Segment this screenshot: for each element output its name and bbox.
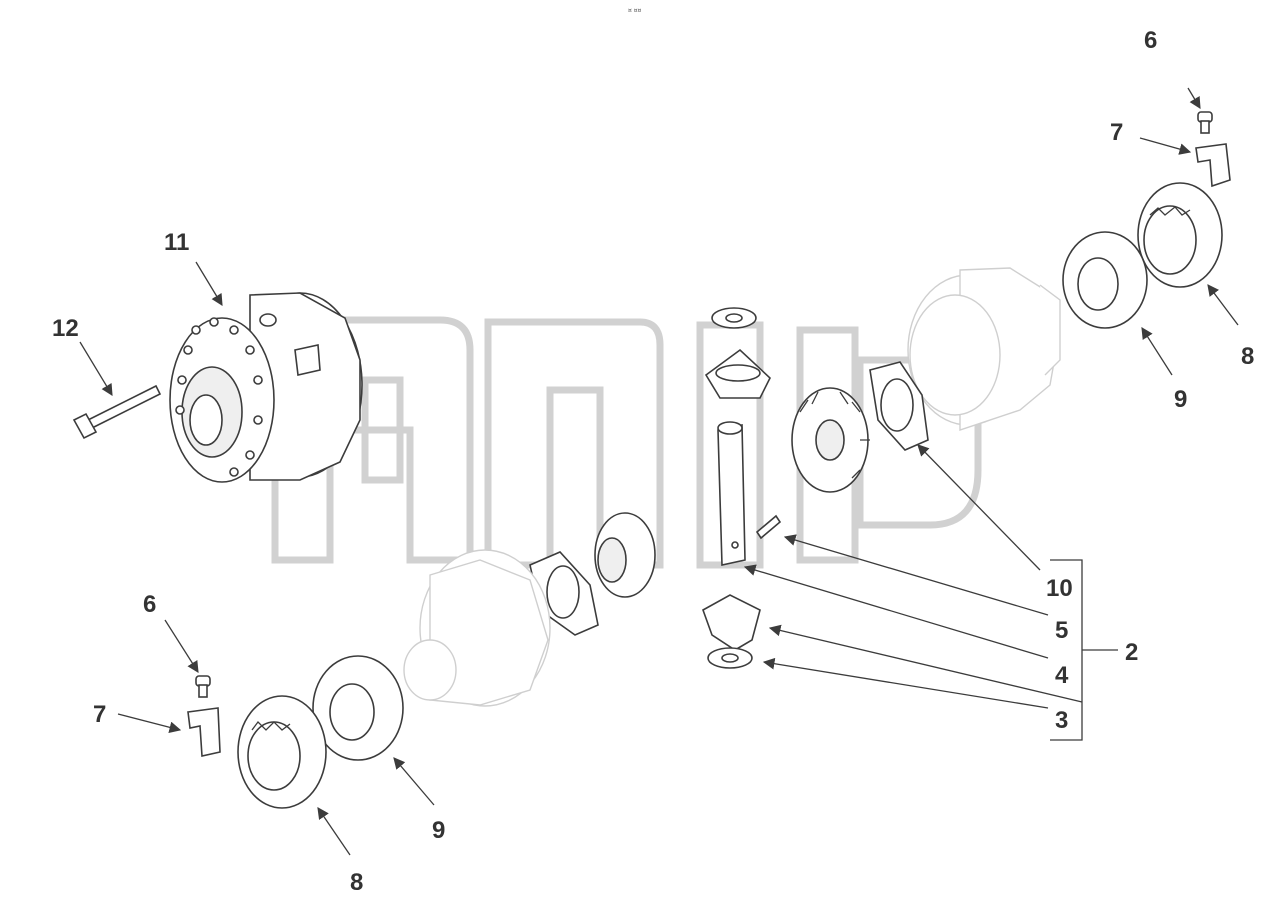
part-9-bearing-right [1062,231,1148,329]
part-6-bolt-bottom [195,675,211,698]
part-case-half-right [907,267,1061,431]
leader-12 [79,341,113,397]
part-12-bolt [72,384,162,440]
callout-6-bottom: 6 [143,591,156,618]
part-7-lock-plate-top [1195,143,1231,188]
part-side-gear-right [791,387,870,493]
leader-8-right [1207,284,1239,326]
callout-2: 2 [1125,639,1138,666]
leader-3 [762,657,1049,709]
callout-9-bottom: 9 [432,817,445,844]
leader-2-gear [768,624,1083,703]
part-pinion-gear-top [704,348,771,399]
part-6-bolt-top [1197,111,1213,134]
callout-4: 4 [1055,662,1069,689]
leader-9-right [1141,327,1173,376]
callout-6-top: 6 [1144,27,1157,54]
leader-7-bottom [117,713,182,734]
leader-lines [79,87,1239,856]
part-case-half-left [403,549,551,707]
part-8-adjuster-nut-bottom [237,695,327,809]
callout-labels: 6 7 8 9 11 12 10 5 2 4 3 6 7 9 8 [52,27,1254,896]
part-side-gear-left [594,512,656,598]
callout-5: 5 [1055,617,1068,644]
part-pinion-gear-lower [702,594,761,651]
callout-7-top: 7 [1110,119,1123,146]
callout-8-bottom: 8 [350,869,363,896]
callout-8-right: 8 [1241,343,1254,370]
part-5-roll-pin [755,514,782,540]
part-8-adjuster-nut-right [1137,182,1223,288]
part-7-lock-plate-bottom [187,707,221,757]
callout-7-bottom: 7 [93,701,106,728]
callout-12: 12 [52,315,79,342]
part-washer-top [711,307,757,329]
callout-9-right: 9 [1174,386,1187,413]
bracket-2 [1050,559,1118,741]
leader-6-bottom [164,619,199,673]
leader-7-top [1139,137,1192,155]
leader-8-bottom [317,807,351,856]
leader-11 [195,261,223,307]
leader-9-bottom [393,757,435,806]
part-4-cross-shaft [717,421,746,566]
part-3-thrust-washer [707,647,753,669]
callout-11: 11 [164,229,189,256]
leader-4 [743,564,1049,659]
leader-5 [783,534,1049,616]
leader-6-top [1187,87,1201,110]
part-10-thrust-washer-right [869,361,929,451]
part-11-differential-housing [169,292,363,483]
leader-10 [917,444,1041,571]
part-9-bearing-bottom [312,655,404,761]
callout-3: 3 [1055,707,1068,734]
top-caption: ¤ ¤¤ [628,7,642,14]
callout-10: 10 [1046,575,1073,602]
